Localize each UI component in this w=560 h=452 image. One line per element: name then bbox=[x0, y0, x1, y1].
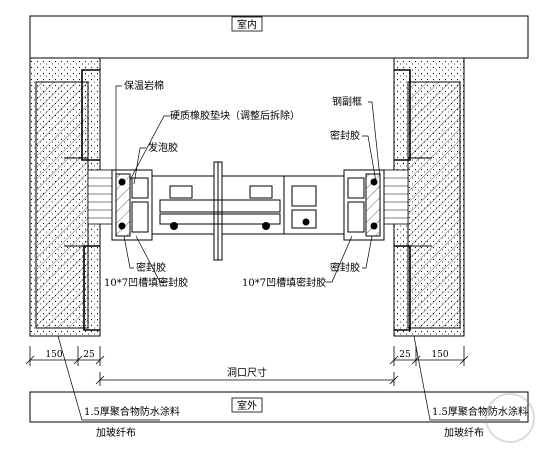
left-insulation bbox=[87, 169, 113, 225]
right-window-frame bbox=[326, 169, 385, 241]
outdoor-frame bbox=[29, 391, 529, 423]
indoor-label-box bbox=[231, 16, 263, 32]
watermark bbox=[485, 393, 535, 443]
dim-150-left: 150 bbox=[45, 350, 62, 360]
label-sealant-left-bottom: 密封胶 bbox=[136, 261, 166, 274]
dim-25-right: 25 bbox=[399, 350, 411, 360]
label-sealant-right-bottom: 密封胶 bbox=[330, 261, 360, 274]
label-rubber-block: 硬质橡胶垫块（调整后拆除） bbox=[170, 109, 300, 122]
outdoor-label: 室外 bbox=[237, 399, 257, 412]
right-wall-concrete bbox=[407, 81, 461, 329]
left-window-frame bbox=[111, 169, 170, 241]
opening-size-label: 洞口尺寸 bbox=[227, 366, 267, 379]
label-insulation-wool: 保温岩棉 bbox=[124, 79, 164, 92]
center-sash-glazing bbox=[151, 161, 345, 261]
left-wall-concrete bbox=[35, 81, 89, 329]
label-groove-sealant-right: 10*7凹槽填密封胶 bbox=[242, 276, 326, 289]
indoor-label: 室内 bbox=[237, 18, 257, 31]
outdoor-label-box bbox=[231, 397, 263, 413]
waterproof-left-line2: 加玻纤布 bbox=[96, 426, 136, 439]
waterproof-left-line1: 1.5厚聚合物防水涂料 bbox=[84, 405, 180, 418]
waterproof-right-line2: 加玻纤布 bbox=[444, 426, 484, 439]
dim-25-left: 25 bbox=[83, 350, 95, 360]
indoor-frame bbox=[29, 15, 529, 59]
label-foam-glue: 发泡胶 bbox=[148, 141, 178, 154]
label-sealant-right-top: 密封胶 bbox=[330, 129, 360, 142]
right-insulation bbox=[383, 169, 409, 225]
dim-150-right: 150 bbox=[431, 350, 448, 360]
waterproof-right-line1: 1.5厚聚合物防水涂料 bbox=[432, 405, 528, 418]
label-steel-subframe: 钢副框 bbox=[332, 95, 362, 108]
label-groove-sealant-left: 10*7凹槽填密封胶 bbox=[104, 276, 188, 289]
